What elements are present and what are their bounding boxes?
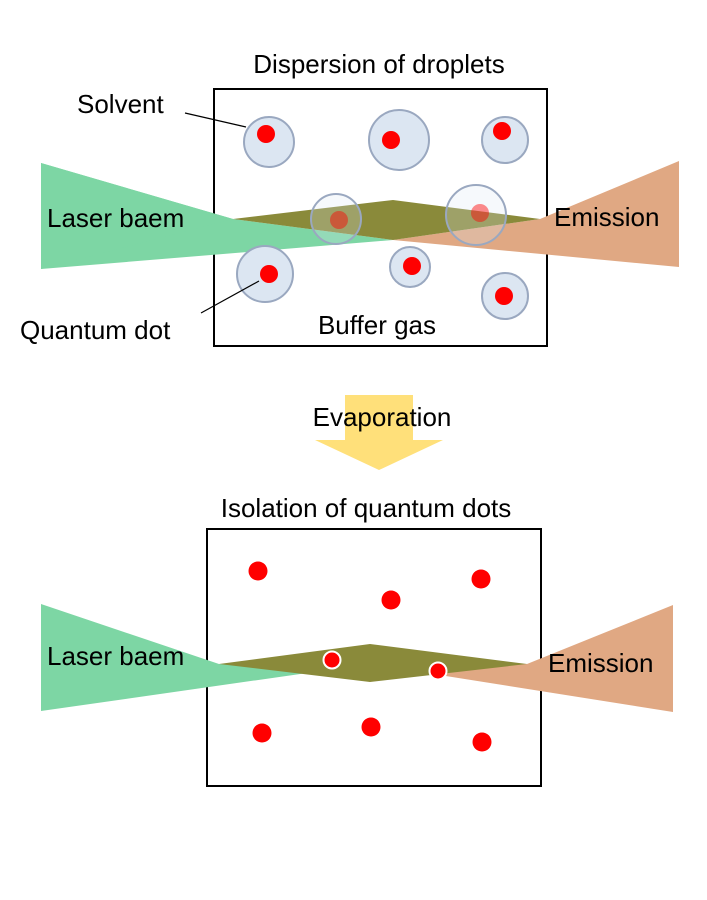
quantum-dot [260,265,278,283]
quantum-dot [257,125,275,143]
quantum-dot [248,561,268,581]
quantum-dot-label: Quantum dot [20,315,171,345]
excited-quantum-dot [322,650,342,670]
down-arrow-icon [315,395,443,470]
quantum-dot [252,723,272,743]
top-laser-label: Laser baem [47,203,184,233]
quantum-dot [471,569,491,589]
quantum-dot [495,287,513,305]
top-laser-beam-tail [41,163,233,269]
quantum-dot [472,732,492,752]
droplet [481,272,529,320]
droplet [389,246,431,288]
quantum-dot [471,204,489,222]
bottom-chamber-frame [206,528,542,787]
evaporation-label: Evaporation [313,402,452,432]
droplet [445,184,507,246]
droplet [243,116,295,168]
bottom-emission-label: Emission [548,648,653,678]
quantum-dot [382,131,400,149]
droplet [481,116,529,164]
quantum-dot [361,717,381,737]
quantum-dot [403,257,421,275]
droplet [236,245,294,303]
droplet [368,109,430,171]
evaporation-transition: Evaporation [313,395,452,470]
solvent-droplet [310,193,362,245]
top-panel-title: Dispersion of droplets [253,49,504,79]
quantum-dot [381,590,401,610]
top-emission-label: Emission [554,202,659,232]
bottom-laser-label: Laser baem [47,641,184,671]
top-panel: Dispersion of droplets [20,49,679,347]
quantum-dot [330,211,348,229]
solvent-leader-line [184,112,247,128]
bottom-laser-beam [41,604,370,711]
bottom-panel: Isolation of quantum dots Laser baem Emi… [41,493,673,787]
quantum-dot [493,122,511,140]
quantum-dot-leader-line [200,280,260,314]
solvent-droplet [445,184,507,246]
droplet [310,193,362,245]
excited-quantum-dot [428,661,448,681]
solvent-label: Solvent [77,89,164,119]
buffer-gas-label: Buffer gas [318,310,436,340]
top-emission-beam [393,161,679,267]
bottom-beam-overlap [219,644,527,682]
top-beam-overlap [233,200,540,240]
bottom-emission-beam [370,605,673,712]
bottom-panel-title: Isolation of quantum dots [221,493,512,523]
